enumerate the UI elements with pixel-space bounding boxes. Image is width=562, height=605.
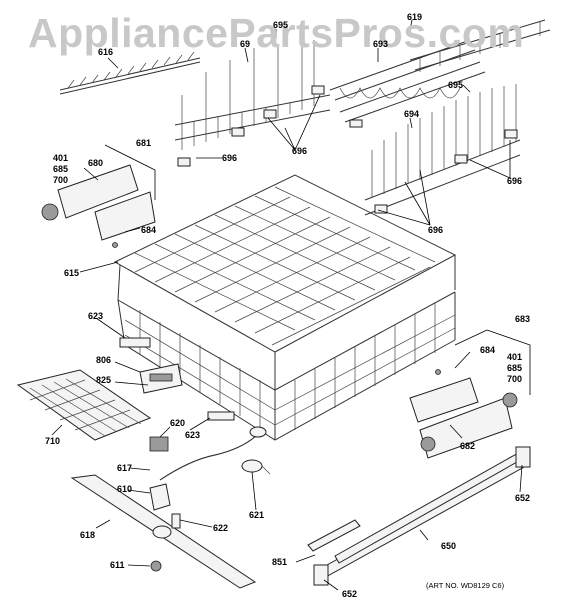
callout-683: 683 <box>515 314 531 324</box>
callout-stack-right: 401 685 700 <box>507 352 522 385</box>
callout-700-right: 700 <box>507 374 523 384</box>
callout-623-left: 623 <box>88 311 104 321</box>
callout-684-right: 684 <box>480 345 496 355</box>
callout-806: 806 <box>96 355 112 365</box>
callout-616: 616 <box>98 47 114 57</box>
callout-685-right: 685 <box>507 363 523 373</box>
callout-696-c: 696 <box>507 176 523 186</box>
rack-adjuster-left <box>41 164 156 248</box>
callout-695-left: 695 <box>273 20 289 30</box>
tine-panel-695-left <box>174 40 331 167</box>
tine-panel-694 <box>364 84 521 216</box>
silverware-basket-710 <box>16 369 152 441</box>
callout-401-left: 401 <box>53 153 69 163</box>
part-620 <box>149 436 169 452</box>
callout-650: 650 <box>441 541 457 551</box>
callout-710: 710 <box>45 436 61 446</box>
callout-682: 682 <box>460 441 476 451</box>
callout-851: 851 <box>272 557 288 567</box>
callout-69: 69 <box>240 39 251 49</box>
callout-695-right: 695 <box>448 80 464 90</box>
callout-684-left: 684 <box>141 225 157 235</box>
callout-696-d: 696 <box>428 225 444 235</box>
art-number: (ART NO. WD8129 C6) <box>426 581 505 590</box>
feed-tube-617 <box>159 426 267 481</box>
rail-stop-851 <box>307 519 361 552</box>
callout-621: 621 <box>249 510 265 520</box>
callout-694: 694 <box>404 109 420 119</box>
callout-700-left: 700 <box>53 175 69 185</box>
callout-693: 693 <box>373 39 389 49</box>
callout-617: 617 <box>117 463 133 473</box>
part-621 <box>241 459 271 475</box>
leader-lines <box>51 19 531 591</box>
callout-685-left: 685 <box>53 164 69 174</box>
wire-rack-693 <box>329 39 486 128</box>
rack-adjuster-right <box>409 369 518 459</box>
tine-row-616 <box>59 51 201 95</box>
callout-611: 611 <box>110 560 125 570</box>
spray-arm-618 <box>70 474 257 589</box>
wire-rack-619 <box>409 19 551 72</box>
callout-681: 681 <box>136 138 152 148</box>
clip-623-right <box>207 411 235 421</box>
clip-623-left <box>119 337 151 348</box>
bracket-806 <box>139 363 183 394</box>
callout-652-left: 652 <box>342 589 358 599</box>
callout-610: 610 <box>117 484 133 494</box>
callout-825: 825 <box>96 375 112 385</box>
callout-stack-left: 401 685 700 <box>53 153 68 186</box>
watermark: AppliancePartsPros.com <box>28 10 525 56</box>
callout-652-right: 652 <box>515 493 531 503</box>
rack-rail-650 <box>313 446 531 586</box>
upper-rack-615 <box>113 174 457 441</box>
callout-618: 618 <box>80 530 96 540</box>
callout-622: 622 <box>213 523 229 533</box>
callout-620: 620 <box>170 418 186 428</box>
callout-401-right: 401 <box>507 352 523 362</box>
callout-696-a: 696 <box>222 153 238 163</box>
callout-680: 680 <box>88 158 104 168</box>
callout-623-right: 623 <box>185 430 201 440</box>
callout-696-b: 696 <box>292 146 308 156</box>
callout-619: 619 <box>407 12 423 22</box>
callout-615: 615 <box>64 268 80 278</box>
